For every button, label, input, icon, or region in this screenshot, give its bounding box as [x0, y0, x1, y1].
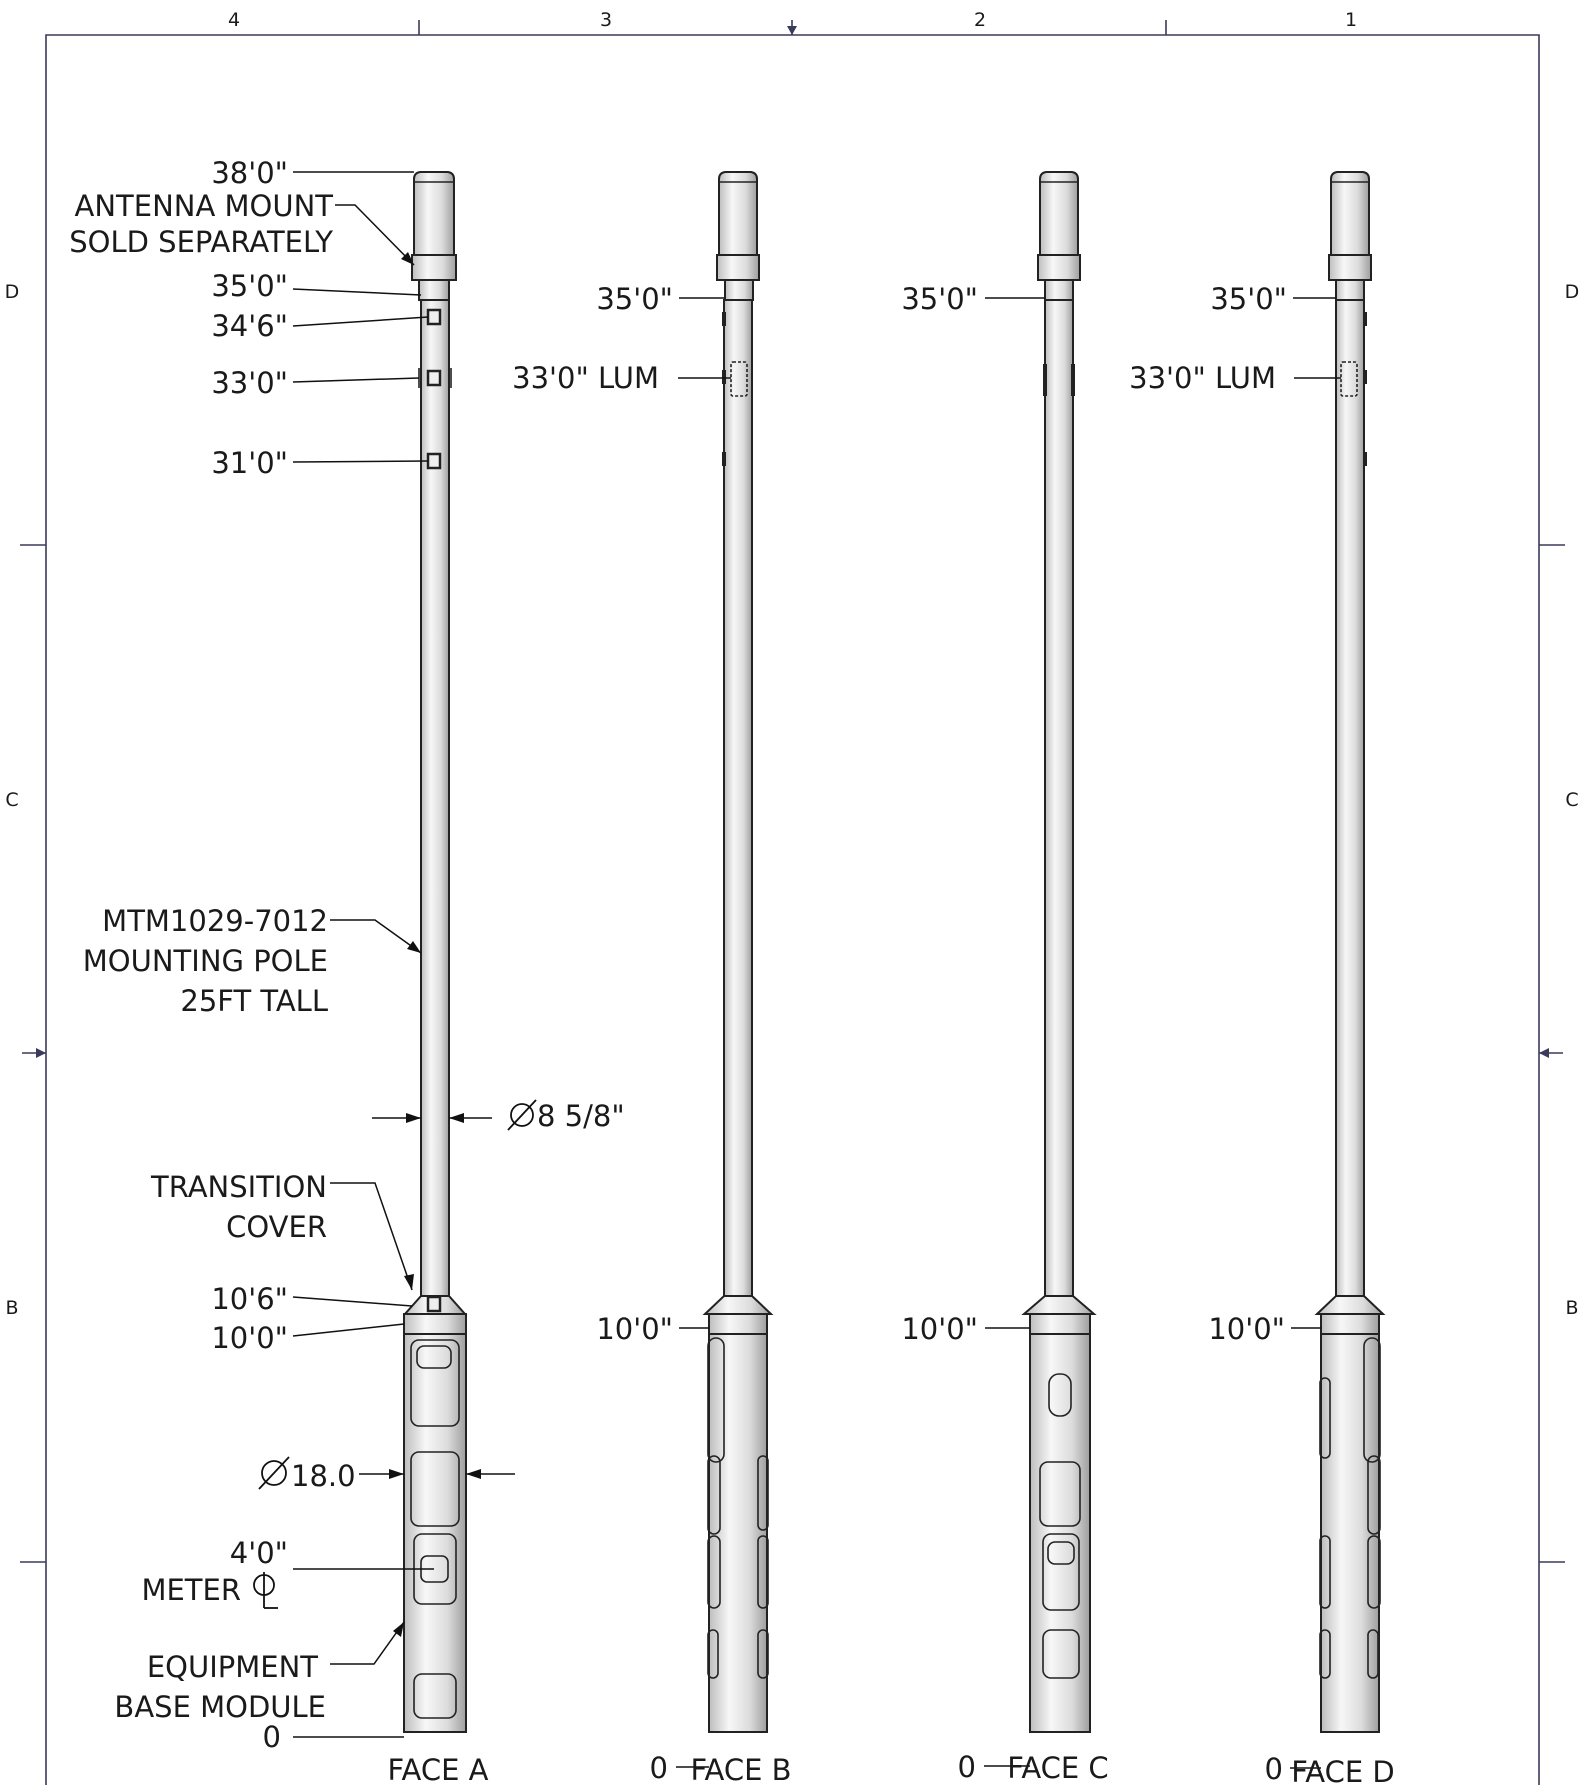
face-c-title: FACE C — [1007, 1751, 1108, 1785]
face-d-title: FACE D — [1291, 1755, 1394, 1785]
face-a-height-33: 33'0" — [211, 366, 288, 400]
zone-row-d-right: D — [1565, 281, 1580, 303]
face-d-height-35: 35'0" — [1210, 282, 1287, 316]
zone-col-2: 2 — [974, 9, 986, 31]
face-c-equipment-base — [1029, 1333, 1091, 1733]
face-b-height-35: 35'0" — [596, 282, 673, 316]
face-d-annotations: 35'0" 33'0" LUM 10'0" 0 FACE D — [1129, 282, 1395, 1789]
face-b-height-10: 10'0" — [596, 1312, 673, 1346]
face-b-luminaire-port — [730, 361, 748, 397]
face-b-pole — [702, 171, 774, 1733]
sheet-border — [20, 20, 1565, 1785]
face-d-antenna-canister — [1330, 171, 1370, 256]
face-b-antenna-canister — [718, 171, 758, 256]
face-a-equipment-label-1: EQUIPMENT — [147, 1650, 318, 1684]
face-a-height-34-6: 34'6" — [211, 309, 288, 343]
face-b-annotations: 35'0" 33'0" LUM 10'0" 0 FACE B — [512, 282, 791, 1787]
face-a-meter-label: METER — [141, 1573, 241, 1607]
face-b-height-0: 0 — [650, 1751, 668, 1785]
face-b-title: FACE B — [690, 1753, 791, 1785]
zone-col-3: 3 — [600, 9, 612, 31]
zone-col-4: 4 — [228, 9, 240, 31]
zone-row-d-left: D — [5, 281, 20, 303]
face-a-equipment-base — [403, 1333, 467, 1733]
face-a-antenna-label-2: SOLD SEPARATELY — [69, 225, 333, 259]
face-a-height-35: 35'0" — [211, 269, 288, 303]
face-a-port-33 — [426, 369, 442, 387]
face-a-pole-diameter-value: 8 5/8" — [537, 1099, 625, 1133]
face-d-luminaire-height: 33'0" LUM — [1129, 361, 1276, 395]
face-c-mounting-pole — [1044, 299, 1074, 1297]
face-c-height-35: 35'0" — [901, 282, 978, 316]
face-c-pole — [1021, 171, 1097, 1733]
face-a-height-0: 0 — [263, 1720, 281, 1754]
face-c-height-10: 10'0" — [901, 1312, 978, 1346]
face-a-pole-part-number: MTM1029-7012 — [102, 904, 328, 938]
centerline-icon — [253, 1572, 278, 1609]
face-a-antenna-canister — [413, 171, 455, 256]
face-a-transition-label-2: COVER — [226, 1210, 327, 1244]
face-a-meter-height: 4'0" — [230, 1536, 288, 1570]
face-b-luminaire-height: 33'0" LUM — [512, 361, 659, 395]
zone-row-c-right: C — [1565, 789, 1578, 811]
face-c-transition-cover — [1021, 1295, 1097, 1315]
face-a-equipment-label-2: BASE MODULE — [114, 1690, 326, 1724]
face-a-pole-height: 25FT TALL — [180, 984, 328, 1018]
face-a-height-10: 10'0" — [211, 1321, 288, 1355]
face-d-transition-cover — [1314, 1295, 1386, 1315]
face-c-annotations: 35'0" 10'0" 0 FACE C — [901, 282, 1108, 1785]
face-d-mounting-pole — [1335, 299, 1365, 1297]
face-a-pole-label: MOUNTING POLE — [83, 944, 328, 978]
zone-labels: 4 3 2 1 D C B D C B — [5, 9, 1580, 1319]
face-a-mounting-pole — [420, 299, 450, 1297]
face-b-mounting-pole — [723, 299, 753, 1297]
face-b-transition-cover — [702, 1295, 774, 1315]
zone-row-b-left: B — [5, 1297, 18, 1319]
face-a-height-31: 31'0" — [211, 446, 288, 480]
face-a-port-31 — [426, 452, 442, 470]
face-a-pole — [402, 171, 468, 1733]
face-d-height-10: 10'0" — [1208, 1312, 1285, 1346]
face-a-title: FACE A — [388, 1753, 489, 1785]
face-d-pole — [1314, 171, 1386, 1733]
face-a-base-diameter-dimension: 18.0 — [258, 1456, 515, 1493]
face-a-annotations: 38'0" ANTENNA MOUNT SOLD SEPARATELY 35'0… — [69, 156, 625, 1787]
zone-row-c-left: C — [5, 789, 18, 811]
face-d-luminaire-port — [1340, 361, 1358, 397]
zone-col-1: 1 — [1345, 9, 1357, 31]
zone-row-b-right: B — [1565, 1297, 1578, 1319]
face-a-base-diameter-value: 18.0 — [291, 1459, 356, 1493]
face-c-height-0: 0 — [958, 1750, 976, 1784]
face-c-antenna-canister — [1039, 171, 1079, 256]
face-a-antenna-label-1: ANTENNA MOUNT — [75, 189, 334, 223]
face-a-port-34-6 — [426, 308, 442, 326]
face-a-pole-diameter-dimension: 8 5/8" — [372, 1099, 625, 1133]
face-a-height-38: 38'0" — [211, 156, 288, 190]
face-d-height-0: 0 — [1265, 1752, 1283, 1785]
face-a-transition-label-1: TRANSITION — [150, 1170, 327, 1204]
face-a-height-10-6: 10'6" — [211, 1282, 288, 1316]
